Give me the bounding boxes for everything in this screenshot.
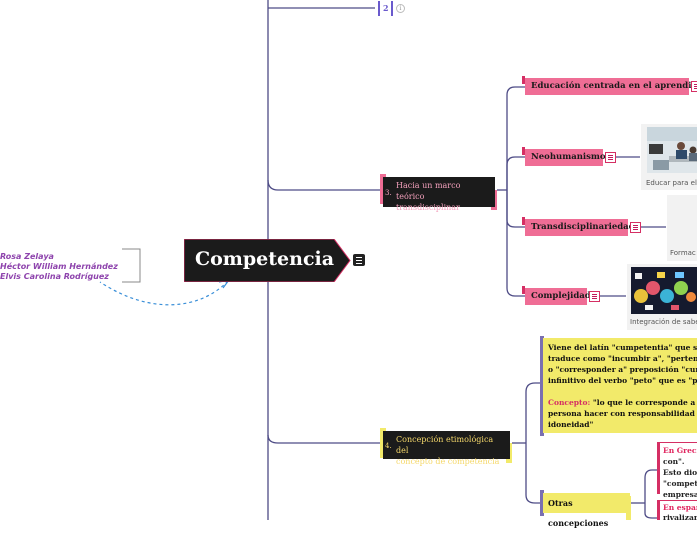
- node-3-number: 3.: [385, 189, 392, 197]
- node-3[interactable]: 3. Hacia un marco teórico transdisciplin…: [383, 177, 495, 212]
- greece-line5: empresas: [663, 490, 697, 499]
- greece-line1: En Grecia: [663, 446, 697, 455]
- child-transdisciplinariedad-tab: [522, 217, 525, 225]
- info-icon[interactable]: i: [396, 4, 405, 13]
- author-1: Rosa Zelaya: [0, 252, 54, 261]
- thumbnail-neohumanismo[interactable]: Educar para el: [641, 124, 697, 190]
- etymology-box[interactable]: Viene del latín "cumpetentia" que se tra…: [543, 338, 697, 433]
- greece-line3: Esto dio o: [663, 468, 697, 477]
- info-icon-label: i: [399, 5, 402, 12]
- node-2[interactable]: 2: [378, 1, 393, 16]
- child-educacion-tab: [522, 76, 525, 84]
- etymology-line1: Viene del latín "cumpetentia" que se: [548, 343, 697, 352]
- node-3-title-line1: Hacia un marco: [396, 181, 461, 190]
- child-transdisciplinariedad[interactable]: Transdisciplinariedad.: [525, 219, 638, 236]
- authors-list: Rosa Zelaya Héctor William Hernández Elv…: [0, 252, 118, 282]
- child-neohumanismo-label: Neohumanismo.: [531, 152, 609, 162]
- classroom-image: [647, 127, 697, 173]
- author-2: Héctor William Hernández: [0, 262, 118, 271]
- greece-box[interactable]: En Grecia con". Esto dio o "competi empr…: [660, 442, 697, 499]
- child-neohumanismo-tab: [522, 147, 525, 155]
- connector-lines: [99, 0, 666, 520]
- thumbnail-transdisciplinariedad[interactable]: Formac: [667, 195, 697, 261]
- note-icon[interactable]: [630, 222, 641, 233]
- node-4-title-line2: concepto de competencia: [396, 457, 500, 466]
- spain-line1: En españo: [663, 503, 697, 512]
- concept-line1: "lo que le corresponde a un: [590, 398, 697, 407]
- spain-line2: rivalizar: [663, 513, 697, 522]
- etymology-line4: infinitivo del verbo "peto" que es "pe: [548, 376, 697, 385]
- otras-accent: [540, 490, 544, 516]
- thumbnail-neohumanismo-caption: Educar para el: [646, 179, 697, 187]
- root-node[interactable]: Competencia: [184, 239, 351, 282]
- author-3: Elvis Carolina Rodríguez: [0, 272, 109, 281]
- child-educacion[interactable]: Educación centrada en el aprendizaje.: [525, 78, 697, 95]
- child-complejidad-tab: [522, 286, 525, 294]
- child-educacion-label: Educación centrada en el aprendizaje.: [531, 81, 697, 91]
- root-title: Competencia: [195, 248, 335, 270]
- concept-label: Concepto:: [548, 398, 591, 407]
- child-complejidad-label: Complejidad: [531, 291, 591, 301]
- greece-line4: "competi: [663, 479, 697, 488]
- child-complejidad[interactable]: Complejidad: [525, 288, 591, 305]
- spain-accent: [657, 500, 660, 520]
- thumbnail-complejidad-caption: Integración de sabe: [630, 318, 697, 326]
- note-icon[interactable]: [589, 291, 600, 302]
- greece-line2: con".: [663, 457, 685, 466]
- node-4-title-line1: Concepción etimológica del: [396, 435, 494, 455]
- child-neohumanismo[interactable]: Neohumanismo.: [525, 149, 608, 166]
- greece-accent: [657, 442, 660, 494]
- brain-network-image: [631, 267, 697, 314]
- root-node-shape: [184, 239, 351, 282]
- otras-concepciones[interactable]: Otras concepciones: [543, 493, 630, 528]
- concept-line2: persona hacer con responsabilidad e: [548, 409, 697, 418]
- thumbnail-transdisciplinariedad-caption: Formac: [670, 249, 696, 257]
- child-transdisciplinariedad-label: Transdisciplinariedad.: [531, 222, 638, 232]
- root-note-icon[interactable]: [353, 254, 365, 266]
- node-4-number: 4.: [385, 442, 392, 450]
- concept-line3: idoneidad": [548, 420, 594, 429]
- note-icon[interactable]: [605, 152, 616, 163]
- node-3-title-line2: teórico transdisciplinar: [396, 192, 460, 212]
- etymology-accent: [540, 336, 544, 436]
- node-2-number: 2: [383, 3, 389, 13]
- node-4[interactable]: 4. Concepción etimológica del concepto d…: [383, 431, 510, 466]
- thumbnail-complejidad[interactable]: Integración de sabe: [627, 264, 697, 330]
- otras-label: Otras concepciones: [548, 498, 609, 528]
- spain-box[interactable]: En españo rivalizar: [660, 500, 697, 522]
- etymology-line2: traduce como "incumbir a", "pertene: [548, 354, 697, 363]
- etymology-line3: o "corresponder a" preposición "cum: [548, 365, 697, 374]
- note-icon[interactable]: [691, 81, 697, 92]
